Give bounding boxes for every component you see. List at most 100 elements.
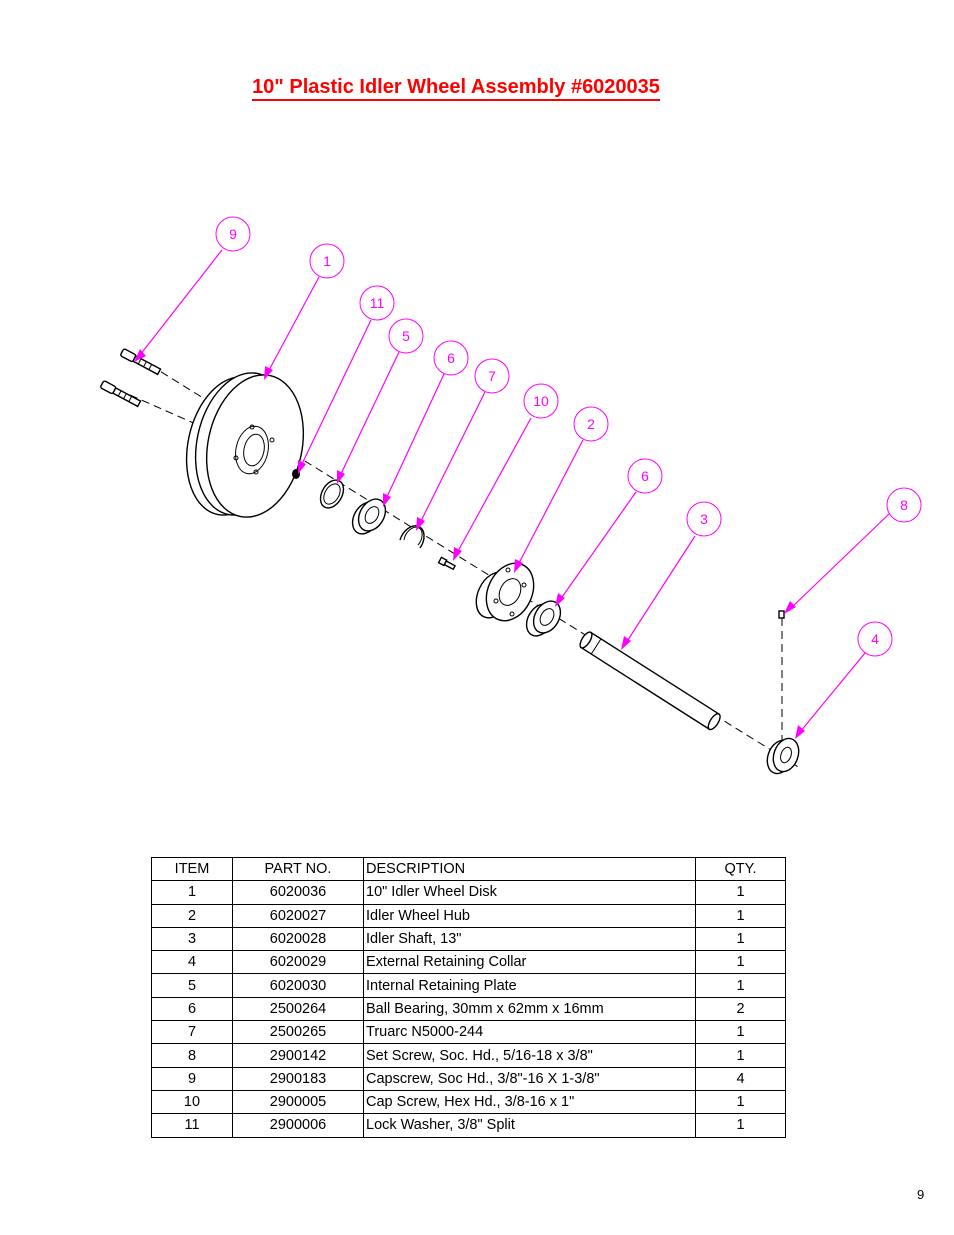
cell-item: 6 [151,996,233,1022]
cell-part-no: 2500264 [232,996,364,1022]
capscrews-part-9 [100,348,162,408]
callout-2: 2 [573,406,609,442]
cell-description: Cap Screw, Hex Hd., 3/8-16 x 1" [363,1089,696,1115]
page-title: 10" Plastic Idler Wheel Assembly #602003… [0,76,912,101]
cell-item: 4 [151,950,233,975]
svg-text:7: 7 [488,368,496,384]
cell-qty: 1 [695,1020,786,1045]
exploded-assembly-diagram: 9 1 11 5 6 7 10 2 6 3 8 4 [100,216,922,775]
cell-part-no: 2900183 [232,1066,364,1091]
cell-part-no: 6020036 [232,880,364,905]
header-description: DESCRIPTION [363,856,696,882]
cell-part-no: 6020027 [232,903,364,928]
cell-description: External Retaining Collar [363,950,696,975]
svg-text:6: 6 [447,350,455,366]
cell-description: Lock Washer, 3/8" Split [363,1113,696,1138]
cell-description: Idler Shaft, 13" [363,926,696,952]
callout-6-b: 6 [627,458,663,494]
svg-text:10: 10 [533,393,549,409]
cell-qty: 1 [695,880,786,905]
cell-qty: 1 [695,973,786,998]
cell-description: Truarc N5000-244 [363,1020,696,1045]
svg-text:1: 1 [323,253,331,269]
svg-text:4: 4 [871,631,879,647]
cell-description: 10" Idler Wheel Disk [363,880,696,905]
idler-wheel-hub-part-2 [475,562,535,622]
cell-description: Set Screw, Soc. Hd., 5/16-18 x 3/8" [363,1043,696,1068]
ball-bearing-part-6-a [351,498,387,535]
cell-part-no: 2900006 [232,1113,364,1138]
set-screw-part-8 [778,610,785,619]
callout-5: 5 [388,318,424,354]
header-part-no: PART NO. [232,856,364,882]
svg-text:2: 2 [587,416,595,432]
header-qty: QTY. [695,856,786,882]
truarc-ring-part-7 [399,525,425,549]
callout-8: 8 [886,487,922,523]
cell-item: 8 [151,1043,233,1068]
cell-item: 2 [151,903,233,928]
cell-item: 7 [151,1020,233,1045]
cell-item: 1 [151,880,233,905]
svg-text:3: 3 [700,511,708,527]
cell-qty: 1 [695,1089,786,1115]
cell-qty: 4 [695,1066,786,1091]
cell-part-no: 2900005 [232,1089,364,1115]
header-item: ITEM [151,856,233,882]
leader-lines [134,249,890,739]
cell-part-no: 6020030 [232,973,364,998]
cap-screw-part-10 [437,556,457,571]
retaining-plate-part-5 [319,479,345,509]
cell-description: Idler Wheel Hub [363,903,696,928]
callout-1: 1 [309,243,345,279]
callout-10: 10 [523,383,559,419]
table-header-row: ITEM PART NO. DESCRIPTION QTY. [151,856,786,882]
callout-11: 11 [359,285,395,321]
cell-description: Ball Bearing, 30mm x 62mm x 16mm [363,996,696,1022]
cell-qty: 1 [695,1113,786,1138]
cell-item: 9 [151,1066,233,1091]
callout-3: 3 [686,501,722,537]
callout-4: 4 [857,621,893,657]
cell-part-no: 6020029 [232,950,364,975]
callout-9: 9 [215,216,251,252]
idler-shaft-part-3 [579,631,721,731]
page-title-text: 10" Plastic Idler Wheel Assembly #602003… [252,76,660,101]
cell-description: Capscrew, Soc Hd., 3/8"-16 X 1-3/8" [363,1066,696,1091]
cell-part-no: 2900142 [232,1043,364,1068]
callout-7: 7 [474,358,510,394]
cell-part-no: 2500265 [232,1020,364,1045]
svg-text:6: 6 [641,468,649,484]
cell-item: 10 [151,1089,233,1115]
svg-text:9: 9 [229,226,237,242]
cell-part-no: 6020028 [232,926,364,952]
cell-item: 3 [151,926,233,952]
cell-qty: 1 [695,903,786,928]
cell-qty: 1 [695,926,786,952]
svg-text:5: 5 [402,328,410,344]
retaining-collar-part-4 [766,737,800,775]
page-number: 9 [917,1187,925,1202]
svg-text:8: 8 [900,497,908,513]
cell-qty: 1 [695,950,786,975]
cell-qty: 2 [695,996,786,1022]
ball-bearing-part-6-b [525,600,562,637]
cell-qty: 1 [695,1043,786,1068]
callout-bubbles: 9 1 11 5 6 7 10 2 6 3 8 4 [215,216,922,657]
cell-description: Internal Retaining Plate [363,973,696,998]
cell-item: 5 [151,973,233,998]
idler-wheel-disk-part-1 [185,372,305,518]
cell-item: 11 [151,1113,233,1138]
